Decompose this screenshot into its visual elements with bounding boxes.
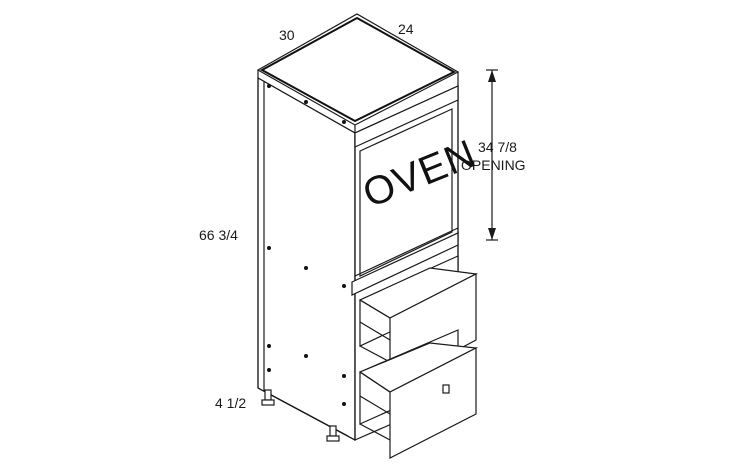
opening-dimension-line [486, 69, 498, 241]
opening-dimension-label: OPENING [461, 157, 526, 173]
cabinet-left-side [257, 76, 356, 442]
opening-dimension-value: 34 7/8 [478, 139, 517, 155]
depth-dimension: 24 [398, 21, 414, 37]
lower-drawer [358, 329, 479, 459]
height-dimension: 66 3/4 [199, 227, 238, 243]
shelf-pin-holes [267, 84, 346, 406]
leveling-legs [261, 384, 450, 442]
width-dimension: 30 [279, 27, 295, 43]
toe-kick-dimension: 4 1/2 [215, 395, 246, 411]
